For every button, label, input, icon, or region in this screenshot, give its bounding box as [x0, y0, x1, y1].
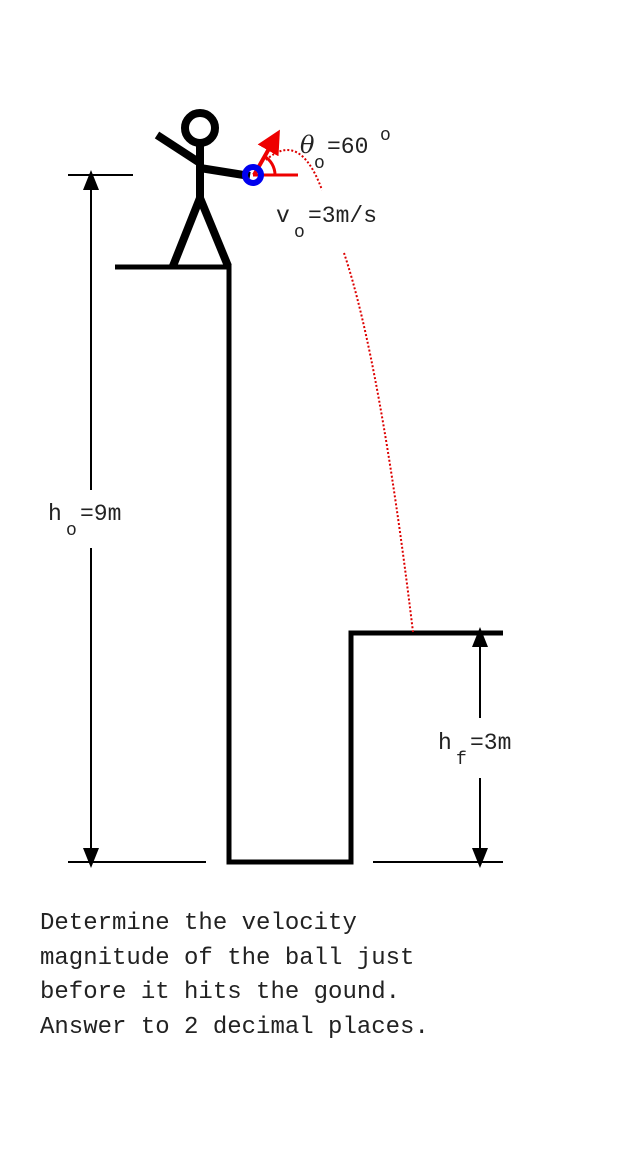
theta-value: =60: [327, 134, 368, 160]
v-value: =3m/s: [308, 203, 377, 229]
question-line: magnitude of the ball just: [40, 944, 415, 972]
question-line: Determine the velocity: [40, 910, 357, 937]
trajectory-lower: [343, 252, 414, 633]
question-text: Determine the velocity magnitude of the b…: [40, 907, 429, 1045]
v-subscript: o: [294, 223, 305, 243]
hf-label: h: [438, 730, 452, 756]
v-label: v: [276, 203, 290, 229]
ho-value: =9m: [80, 501, 121, 527]
degree-symbol: o: [380, 126, 391, 146]
upper-cliff: [115, 264, 503, 865]
question-line: before it hits the gound.: [40, 979, 401, 1006]
theta-subscript: o: [314, 154, 325, 174]
angle-arc: [263, 154, 277, 176]
ho-subscript: o: [66, 521, 77, 541]
question-line: Answer to 2 decimal places.: [40, 1013, 429, 1041]
hf-value: =3m: [470, 730, 511, 756]
theta-label: θ: [300, 131, 315, 159]
hf-subscript: f: [456, 750, 467, 770]
ho-label: h: [48, 501, 62, 527]
stick-figure: [154, 109, 251, 268]
ball: [242, 164, 264, 186]
